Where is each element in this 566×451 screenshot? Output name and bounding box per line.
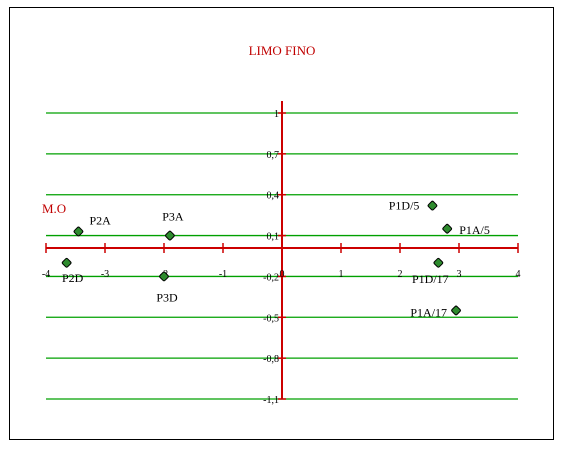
y-tick-label: -1,1: [263, 395, 279, 406]
data-point: [165, 230, 175, 241]
x-tick-label: 0: [280, 269, 285, 280]
axes: [45, 101, 519, 400]
y-tick-label: -0,5: [263, 313, 279, 324]
y-tick-label: -0,2: [263, 272, 279, 283]
data-point-label: P1A/5: [459, 223, 490, 237]
y-tick-label: 0,1: [267, 232, 280, 243]
y-axis-label: M.O: [42, 201, 66, 216]
y-tick-label: -0,8: [263, 354, 279, 365]
y-tick-label: 0,4: [267, 191, 280, 202]
x-tick-label: 4: [516, 269, 521, 280]
x-tick-label: -3: [101, 269, 109, 280]
y-tick-label: 0,7: [267, 150, 280, 161]
chart-title: LIMO FINO: [249, 43, 316, 58]
data-point: [73, 226, 84, 237]
data-point: [159, 271, 169, 282]
data-point-label: P2D: [62, 271, 84, 285]
y-tick-label: 1: [274, 109, 279, 120]
chart-frame: [9, 7, 554, 440]
data-point-label: P1A/17: [410, 305, 447, 319]
data-point: [442, 223, 453, 234]
data-point: [61, 257, 72, 268]
data-point: [427, 200, 438, 211]
data-point: [451, 305, 461, 316]
data-point: [433, 257, 444, 268]
x-tick-label: -4: [42, 269, 50, 280]
x-tick-label: 1: [339, 269, 344, 280]
data-point-label: P3D: [156, 290, 178, 304]
data-point-label: P2A: [89, 213, 111, 227]
x-tick-label: -1: [219, 269, 227, 280]
x-tick-label: 3: [457, 269, 462, 280]
data-point-label: P1D/17: [412, 272, 449, 286]
x-tick-label: 2: [398, 269, 403, 280]
data-point-label: P3A: [162, 210, 184, 224]
data-point-label: P1D/5: [389, 199, 420, 213]
